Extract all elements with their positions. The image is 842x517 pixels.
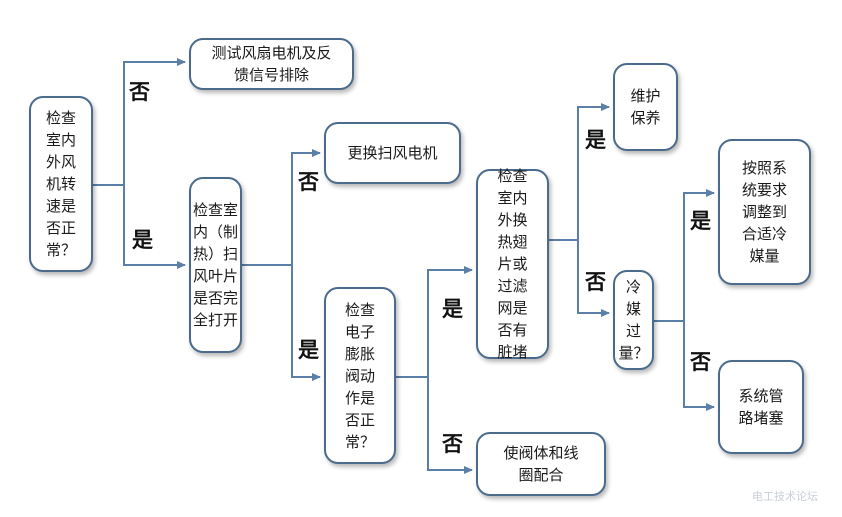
label-yes-5: 是 bbox=[690, 209, 711, 233]
node-maintenance: 维护 保养 bbox=[613, 63, 678, 151]
label-no-5: 否 bbox=[690, 350, 711, 374]
label-no-3: 否 bbox=[442, 432, 463, 456]
watermark: 电工技术论坛 bbox=[752, 490, 818, 503]
node-replace-swing-motor: 更换扫风电机 bbox=[324, 122, 461, 184]
label-yes-3: 是 bbox=[442, 297, 463, 321]
connector-yes-1 bbox=[123, 185, 186, 269]
node-refrigerant-excess: 冷 媒 过 量？ bbox=[613, 270, 654, 370]
node-match-valve-coil: 使阀体和线 圈配合 bbox=[476, 432, 606, 496]
node-check-louver: 检查室 内（制 热）扫 风叶片 是否完 全打开 bbox=[189, 177, 242, 353]
label-yes-4: 是 bbox=[585, 128, 606, 152]
label-no-4: 否 bbox=[585, 270, 606, 294]
node-pipe-blockage: 系统管 路堵塞 bbox=[718, 360, 804, 454]
connector-yes-5 bbox=[683, 189, 715, 321]
connector-yes-2 bbox=[291, 265, 321, 381]
node-adjust-refrigerant: 按照系 统要求 调整到 合适冷 媒量 bbox=[718, 139, 811, 285]
connector-no-3 bbox=[427, 377, 473, 474]
label-yes-1: 是 bbox=[132, 228, 153, 252]
node-check-expansion-valve: 检查 电子 膨胀 阀动 作是 否正 常？ bbox=[324, 287, 396, 464]
label-no-1: 否 bbox=[129, 80, 150, 104]
connector-no-5 bbox=[683, 321, 715, 411]
connector-no-1 bbox=[123, 58, 186, 185]
connector-no-2 bbox=[291, 149, 321, 265]
node-test-fan-motor: 测试风扇电机及反 馈信号排除 bbox=[189, 38, 354, 90]
label-no-2: 否 bbox=[298, 170, 319, 194]
node-check-fins-filter: 检查 室内 外换 热翅 片或 过滤 网是 否有 脏堵 bbox=[476, 167, 549, 361]
label-yes-2: 是 bbox=[298, 338, 319, 362]
connector-yes-3 bbox=[427, 266, 473, 377]
connector-yes-4 bbox=[577, 103, 610, 240]
node-check-fan-speed: 检查 室内 外风 机转 速是 否正 常？ bbox=[29, 96, 93, 272]
connector-no-4 bbox=[577, 240, 610, 317]
